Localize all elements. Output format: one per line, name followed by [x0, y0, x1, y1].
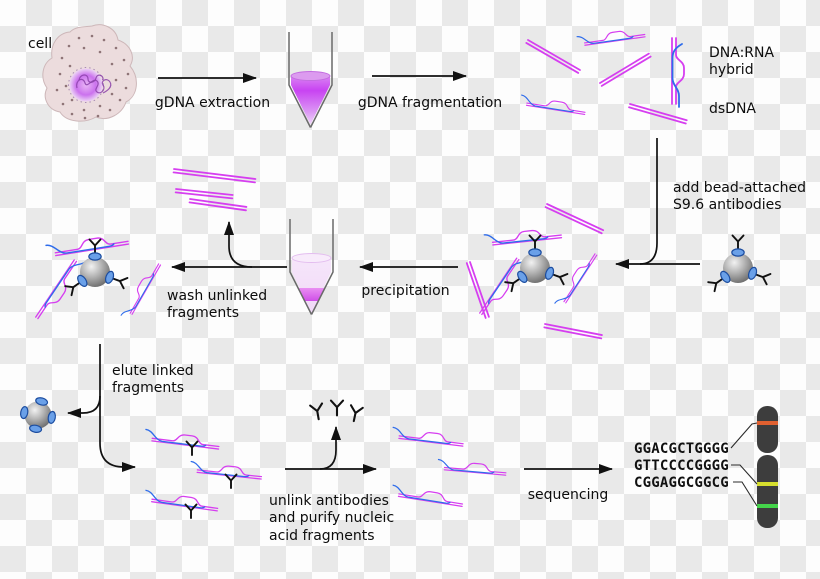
- tube-precipitate-icon: [289, 218, 334, 316]
- dsdna-fragment: [525, 39, 581, 74]
- hybrid-fragment: [143, 489, 220, 512]
- eluted-fragments: [143, 428, 263, 519]
- purified-fragments: [390, 426, 508, 508]
- fragmentation-label: gDNA fragmentation: [357, 95, 503, 111]
- bare-bead-icon: [19, 395, 57, 434]
- released-antibodies: [309, 399, 364, 424]
- add-antibodies-label: add bead-attached S9.6 antibodies: [673, 180, 807, 214]
- tube-icon: [288, 31, 333, 129]
- precipitation-label: precipitation: [361, 283, 450, 299]
- band-orange: [757, 421, 778, 425]
- elute-label: elute linked fragments: [112, 363, 194, 397]
- antibody-icon: [309, 402, 326, 422]
- wash-arrow: [171, 221, 287, 272]
- hybrid-fragment: [120, 259, 162, 321]
- wash-label: wash unlinked fragments: [167, 288, 268, 322]
- unlink-arrow: [285, 426, 377, 474]
- sequence-read: CGGAGGCGGCG: [634, 475, 729, 491]
- dsdna-fragment: [188, 198, 248, 212]
- hybrid-fragment: [143, 428, 221, 450]
- antibody-icon: [88, 238, 102, 254]
- cell-label: cell: [28, 36, 53, 52]
- antibody-icon: [528, 234, 542, 250]
- add-antibodies-arrow: [615, 138, 700, 269]
- extraction-label: gDNA extraction: [154, 95, 271, 111]
- bead-antibody-icon: [707, 234, 772, 293]
- hybrid-fragment: [576, 26, 646, 47]
- elute-arrow: [67, 344, 136, 472]
- antibody-icon: [185, 440, 199, 456]
- sequence-read: GTTCCCCGGGG: [634, 458, 729, 474]
- fragment-cluster-top: [519, 26, 688, 125]
- band-green: [757, 504, 778, 508]
- band-yellow: [757, 482, 778, 486]
- hybrid-fragment: [45, 231, 130, 258]
- legend-dsdna-label: dsDNA: [709, 101, 757, 117]
- hybrid-fragment: [483, 226, 563, 247]
- dsdna-fragment: [172, 168, 257, 184]
- hybrid-fragment: [35, 253, 89, 324]
- chromosome-icon: [730, 406, 778, 528]
- cell-illustration: [42, 24, 137, 122]
- antibody-icon: [346, 404, 364, 424]
- dsdna-fragment: [544, 203, 605, 235]
- hybrid-fragment: [437, 458, 508, 476]
- sequence-read: GGACGCTGGGG: [634, 441, 729, 457]
- bead-capture-cluster: [465, 203, 605, 340]
- dsdna-fragment: [174, 188, 234, 200]
- dsdna-fragment: [543, 323, 603, 340]
- dsdna-fragment: [599, 52, 652, 87]
- hybrid-fragment: [390, 484, 465, 508]
- bead-icon: [504, 234, 569, 293]
- legend-hybrid-label: DNA:RNA hybrid: [709, 45, 775, 79]
- antibody-icon: [329, 399, 345, 417]
- washed-bead-cluster: [35, 231, 162, 324]
- hybrid-fragment: [391, 426, 465, 447]
- hybrid-legend-icon: [671, 37, 685, 108]
- hybrid-fragment: [519, 94, 587, 116]
- nucleus-icon: [68, 67, 112, 103]
- sequencing-label: sequencing: [527, 487, 609, 503]
- discarded-fragments: [172, 168, 257, 212]
- antibody-icon: [224, 473, 238, 489]
- dsdna-fragment: [465, 261, 490, 319]
- dsdna-fragment: [628, 103, 688, 125]
- unlink-label: unlink antibodies and purify nucleic aci…: [269, 493, 395, 544]
- antibody-icon: [731, 234, 745, 250]
